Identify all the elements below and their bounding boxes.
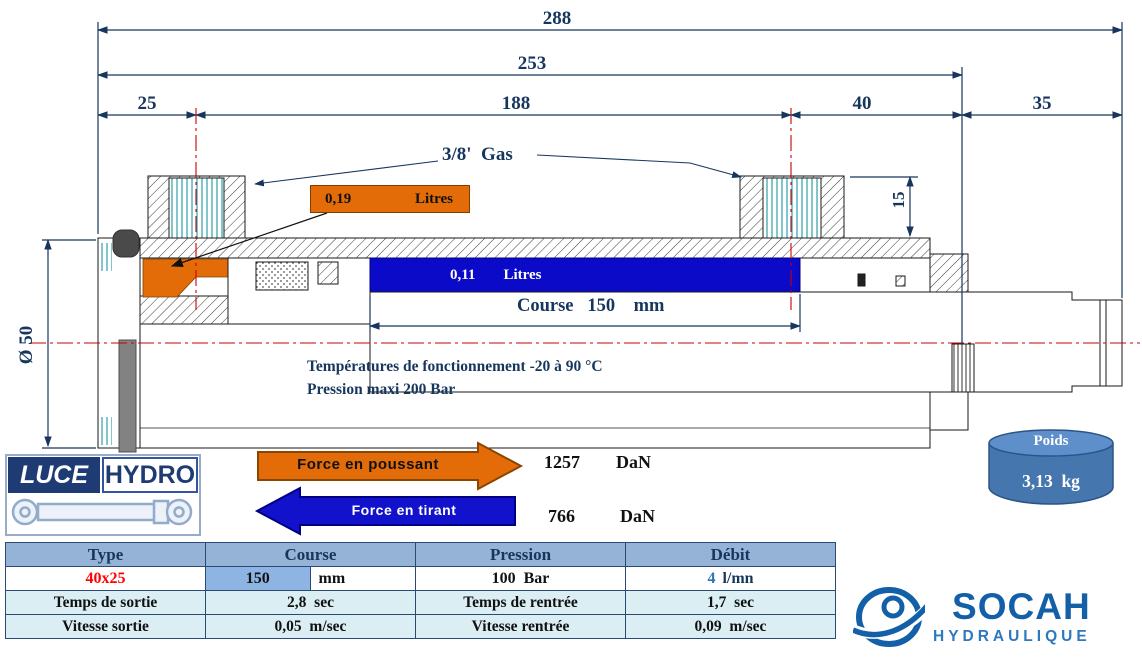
cell-vitesse-rentree-value: 0,09 m/sec xyxy=(626,615,836,639)
temperature-note: Températures de fonctionnement -20 à 90 … xyxy=(307,358,603,375)
dim-right-offset: 40 xyxy=(852,93,872,114)
dim-rod-end: 35 xyxy=(1032,93,1052,114)
push-force-number: 1257 xyxy=(544,452,580,472)
cell-debit: 4 l/mn xyxy=(626,567,836,591)
dimension-lines xyxy=(42,22,1124,449)
centerlines xyxy=(30,108,1140,344)
cell-vitesse-sortie-value: 0,05 m/sec xyxy=(206,615,416,639)
piston-rod xyxy=(369,291,1123,393)
pull-force-unit: DaN xyxy=(620,506,655,526)
cell-course: 150 mm xyxy=(206,567,416,591)
luce-hydro-wordmark: LUCE HYDRO xyxy=(8,457,198,493)
dim-body-length: 253 xyxy=(517,53,547,74)
pull-force-value: 766 DaN xyxy=(548,506,655,527)
weight-cylinder-icon xyxy=(988,429,1114,505)
luce-hydro-logo: LUCE HYDRO xyxy=(5,454,201,536)
socah-swoosh-icon xyxy=(853,587,925,647)
push-volume-label: 0,19 Litres xyxy=(310,185,470,213)
socah-subtitle: HYDRAULIQUE xyxy=(933,628,1091,645)
hydro-word: HYDRO xyxy=(102,457,198,493)
header-debit: Débit xyxy=(626,543,836,567)
pressure-note: Pression maxi 200 Bar xyxy=(307,381,456,398)
pull-force-arrow xyxy=(254,486,516,536)
socah-name: SOCAH xyxy=(952,586,1091,627)
port-right xyxy=(739,175,845,239)
pull-force-number: 766 xyxy=(548,506,575,526)
debit-value: 4 xyxy=(707,569,716,587)
piston xyxy=(227,257,371,325)
push-force-label: Force en poussant xyxy=(297,456,439,473)
cell-temps-rentree-label: Temps de rentrée xyxy=(416,591,626,615)
rod-gland xyxy=(857,253,969,431)
dim-overall: 288 xyxy=(542,8,572,29)
push-force-arrow xyxy=(257,441,524,491)
debit-unit: l/mn xyxy=(722,569,754,587)
weight-badge: Poids 3,13 kg xyxy=(986,427,1116,512)
gas-port-label: 3/8' Gas xyxy=(442,144,513,165)
pull-volume-fill xyxy=(369,257,801,293)
cell-type: 40x25 xyxy=(6,567,206,591)
course-value-cell: 150 xyxy=(206,567,311,590)
socah-wordmark: SOCAH HYDRAULIQUE xyxy=(933,588,1091,646)
luce-cylinder-icon xyxy=(11,498,193,526)
cell-vitesse-rentree-label: Vitesse rentrée xyxy=(416,615,626,639)
push-force-value: 1257 DaN xyxy=(544,452,651,473)
leader-lines xyxy=(170,154,742,268)
pull-volume-label: 0,11 Litres xyxy=(450,267,542,284)
cell-pression: 100 Bar xyxy=(416,567,626,591)
spec-table: Type Course Pression Débit 40x25 150 mm … xyxy=(5,542,836,639)
push-force-unit: DaN xyxy=(616,452,651,472)
dim-port-height: 15 xyxy=(889,191,908,209)
course-unit-cell: mm xyxy=(318,569,346,587)
header-course: Course xyxy=(206,543,416,567)
weight-title: Poids xyxy=(1033,433,1069,449)
push-volume-value: 0,19 xyxy=(325,190,352,207)
weight-value: 3,13 kg xyxy=(1022,471,1080,491)
rear-clevis xyxy=(112,229,140,453)
dim-diameter: Ø 50 xyxy=(16,325,37,365)
socah-logo: SOCAH HYDRAULIQUE xyxy=(853,580,1139,654)
pull-volume-value: 0,11 xyxy=(450,267,476,283)
luce-word: LUCE xyxy=(8,457,100,493)
dim-port-spacing: 188 xyxy=(501,93,531,114)
header-pression: Pression xyxy=(416,543,626,567)
push-volume-unit: Litres xyxy=(414,190,453,207)
pull-volume-unit: Litres xyxy=(503,267,542,283)
course-label: Course 150 mm xyxy=(517,296,665,316)
cell-vitesse-sortie-label: Vitesse sortie xyxy=(6,615,206,639)
pull-force-label: Force en tirant xyxy=(351,502,457,518)
cell-temps-sortie-label: Temps de sortie xyxy=(6,591,206,615)
dim-left-offset: 25 xyxy=(137,93,157,114)
cell-temps-sortie-value: 2,8 sec xyxy=(206,591,416,615)
header-type: Type xyxy=(6,543,206,567)
cell-temps-rentree-value: 1,7 sec xyxy=(626,591,836,615)
